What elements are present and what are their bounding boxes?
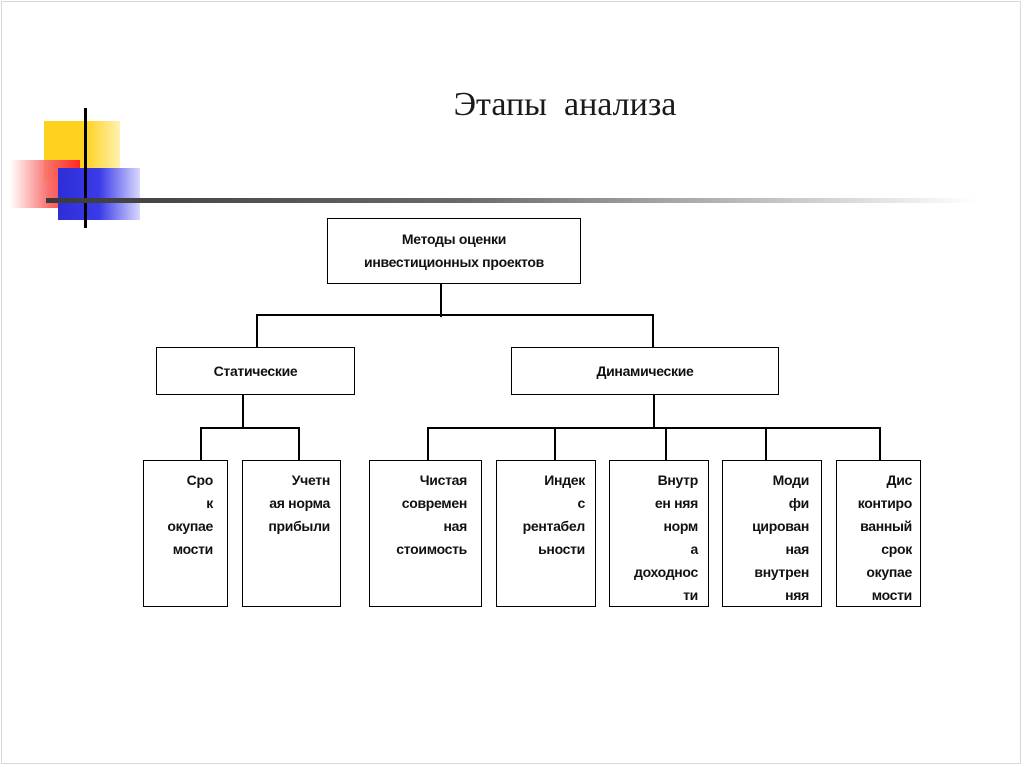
discounted-payback-node: Дис контиро ванный срок окупае мости: [836, 460, 921, 607]
connector-to-npv: [427, 427, 429, 461]
static-methods-label: Статические: [213, 362, 298, 379]
irr-label: Внутр ен няя норм а доходнос ти: [634, 472, 698, 603]
dynamic-methods-node: Динамические: [511, 347, 779, 395]
connector-to-dynamic: [652, 314, 654, 348]
root-node: Методы оценки инвестиционных проектов: [327, 218, 581, 284]
payback-period-node: Сро к окупае мости: [143, 460, 228, 607]
mirr-label: Моди фи цирован ная внутрен няя: [752, 472, 809, 603]
static-methods-node: Статические: [156, 347, 355, 395]
decor-vertical-line: [84, 108, 87, 228]
dynamic-methods-label: Динамические: [596, 362, 694, 379]
payback-period-label: Сро к окупае мости: [167, 472, 213, 557]
connector-root-down: [440, 283, 442, 317]
mirr-node: Моди фи цирован ная внутрен няя: [722, 460, 822, 607]
connector-level1-horizontal: [256, 314, 654, 316]
accounting-rate-label: Учетн ая норма прибыли: [268, 472, 330, 534]
profitability-index-node: Индек с рентабел ьности: [496, 460, 596, 607]
profitability-index-label: Индек с рентабел ьности: [522, 472, 586, 557]
npv-node: Чистая современ ная стоимость: [369, 460, 482, 607]
accounting-rate-node: Учетн ая норма прибыли: [242, 460, 341, 607]
decor-horizontal-rule: [46, 198, 976, 203]
connector-to-profitability-index: [554, 427, 556, 461]
irr-node: Внутр ен няя норм а доходнос ти: [609, 460, 709, 607]
root-node-label: Методы оценки инвестиционных проектов: [364, 231, 544, 270]
decor-blue-square: [58, 168, 140, 220]
connector-to-static: [256, 314, 258, 348]
connector-to-irr: [665, 427, 667, 461]
connector-dynamic-down: [653, 395, 655, 428]
connector-to-accounting-rate: [298, 427, 300, 461]
npv-label: Чистая современ ная стоимость: [396, 472, 467, 557]
connector-to-payback: [200, 427, 202, 461]
connector-to-mirr: [765, 427, 767, 461]
connector-dynamic-horizontal: [427, 427, 881, 429]
connector-static-horizontal: [200, 427, 300, 429]
connector-to-discounted-payback: [879, 427, 881, 461]
discounted-payback-label: Дис контиро ванный срок окупае мости: [857, 472, 913, 603]
connector-static-down: [242, 395, 244, 428]
slide-title: Этапы анализа: [453, 86, 677, 123]
